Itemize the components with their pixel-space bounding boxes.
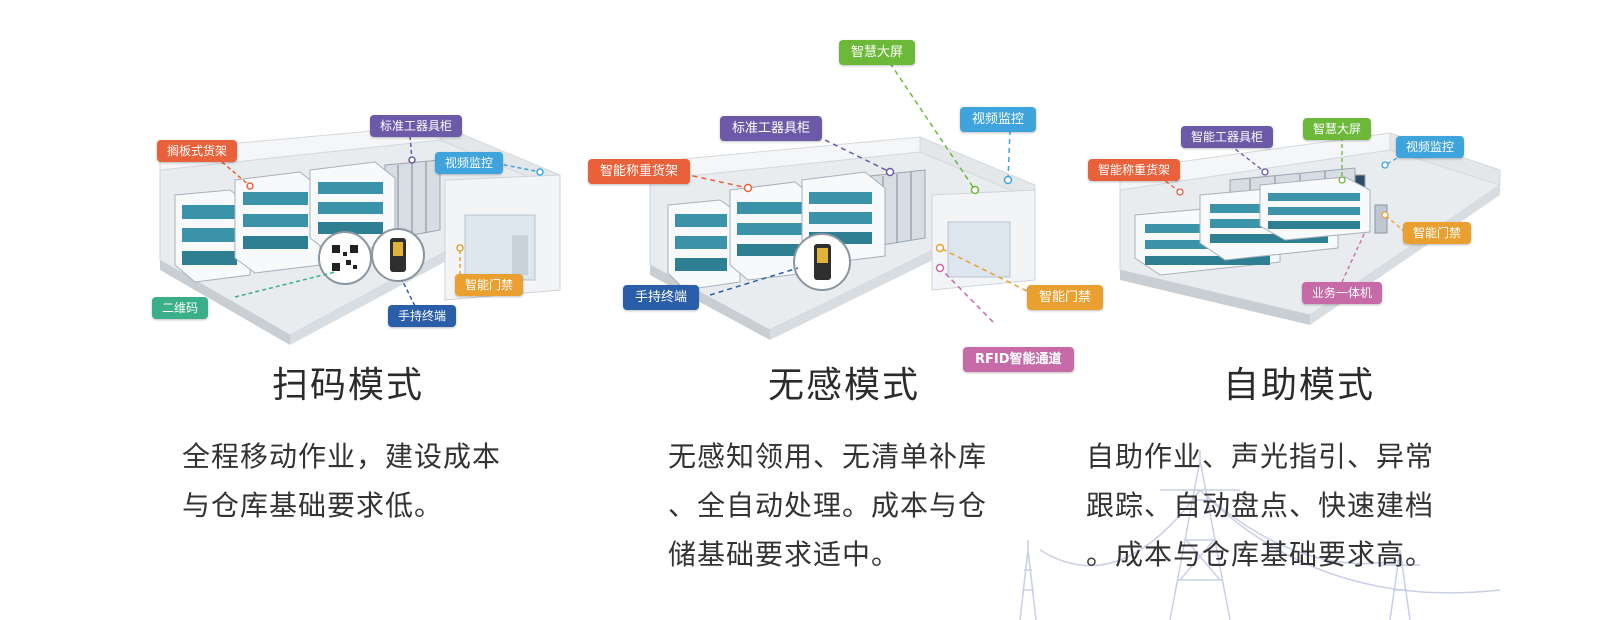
description-line: 储基础要求适中。 bbox=[668, 538, 901, 571]
tower-decoration bbox=[1019, 450, 1501, 620]
label-screen: 智慧大屏 bbox=[1303, 118, 1372, 140]
description-line: 自助作业、声光指引、异常 bbox=[1086, 440, 1435, 473]
panel-description: 全程移动作业，建设成本 与仓库基础要求低。 bbox=[182, 432, 501, 530]
label-rfid: RFID智能通道 bbox=[963, 347, 1074, 372]
label-video: 视频监控 bbox=[1396, 136, 1465, 158]
label-cabinet: 智能工器具柜 bbox=[1181, 126, 1274, 148]
label-kiosk: 业务一体机 bbox=[1302, 282, 1383, 304]
label-door: 智能门禁 bbox=[455, 274, 524, 296]
panel-description: 无感知领用、无清单补库 、全自动处理。成本与仓 储基础要求适中。 bbox=[668, 432, 987, 579]
description-line: 。成本与仓库基础要求高。 bbox=[1086, 538, 1435, 571]
description-line: 全程移动作业，建设成本 bbox=[182, 440, 502, 473]
label-handheld: 手持终端 bbox=[388, 305, 457, 327]
label-cabinet: 标准工器具柜 bbox=[370, 115, 463, 137]
label-scale-shelf: 智能称重货架 bbox=[588, 159, 691, 184]
label-door: 智能门禁 bbox=[1403, 222, 1472, 244]
panel-title: 无感模式 bbox=[768, 365, 921, 406]
label-video: 视频监控 bbox=[960, 107, 1037, 132]
label-door: 智能门禁 bbox=[1027, 285, 1104, 310]
description-line: 跟踪、自动盘点、快速建档 bbox=[1086, 489, 1435, 522]
description-line: 与仓库基础要求低。 bbox=[182, 489, 444, 522]
panel-description: 自助作业、声光指引、异常 跟踪、自动盘点、快速建档 。成本与仓库基础要求高。 bbox=[1086, 432, 1434, 579]
label-screen: 智慧大屏 bbox=[839, 40, 916, 65]
warehouse-illustration-self bbox=[1119, 132, 1502, 325]
label-video: 视频监控 bbox=[435, 152, 504, 174]
panel-title: 自助模式 bbox=[1223, 365, 1376, 406]
warehouse-illustration-sensorless bbox=[649, 62, 1037, 340]
label-scale-shelf: 智能称重货架 bbox=[1088, 159, 1181, 181]
description-line: 、全自动处理。成本与仓 bbox=[668, 489, 988, 522]
label-handheld: 手持终端 bbox=[623, 285, 700, 310]
label-qr: 二维码 bbox=[152, 297, 209, 319]
sensorless-mode-panel: 智慧大屏 标准工器具柜 视频监控 智能称重货架 手持终端 智能门禁 RFID智能… bbox=[580, 0, 1104, 620]
self-service-mode-panel: 智慧大屏 智能工器具柜 视频监控 智能称重货架 智能门禁 业务一体机 自助模式 … bbox=[1019, 0, 1600, 620]
scan-mode-panel: 搁板式货架 标准工器具柜 视频监控 二维码 手持终端 智能门禁 扫码模式 全程移… bbox=[140, 0, 580, 620]
label-shelf: 搁板式货架 bbox=[157, 140, 238, 162]
label-cabinet: 标准工器具柜 bbox=[720, 116, 823, 141]
panel-title: 扫码模式 bbox=[272, 365, 425, 406]
description-line: 无感知领用、无清单补库 bbox=[668, 440, 988, 473]
